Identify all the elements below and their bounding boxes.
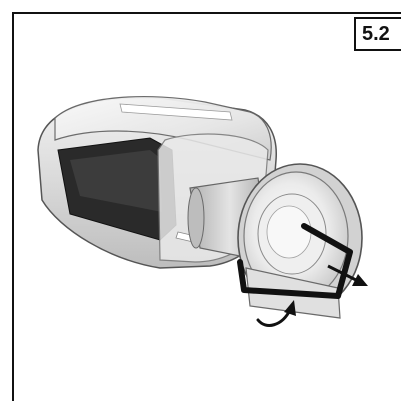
manual-page: 5.2 (0, 0, 401, 401)
vacuum-filter-illustration (0, 0, 401, 401)
